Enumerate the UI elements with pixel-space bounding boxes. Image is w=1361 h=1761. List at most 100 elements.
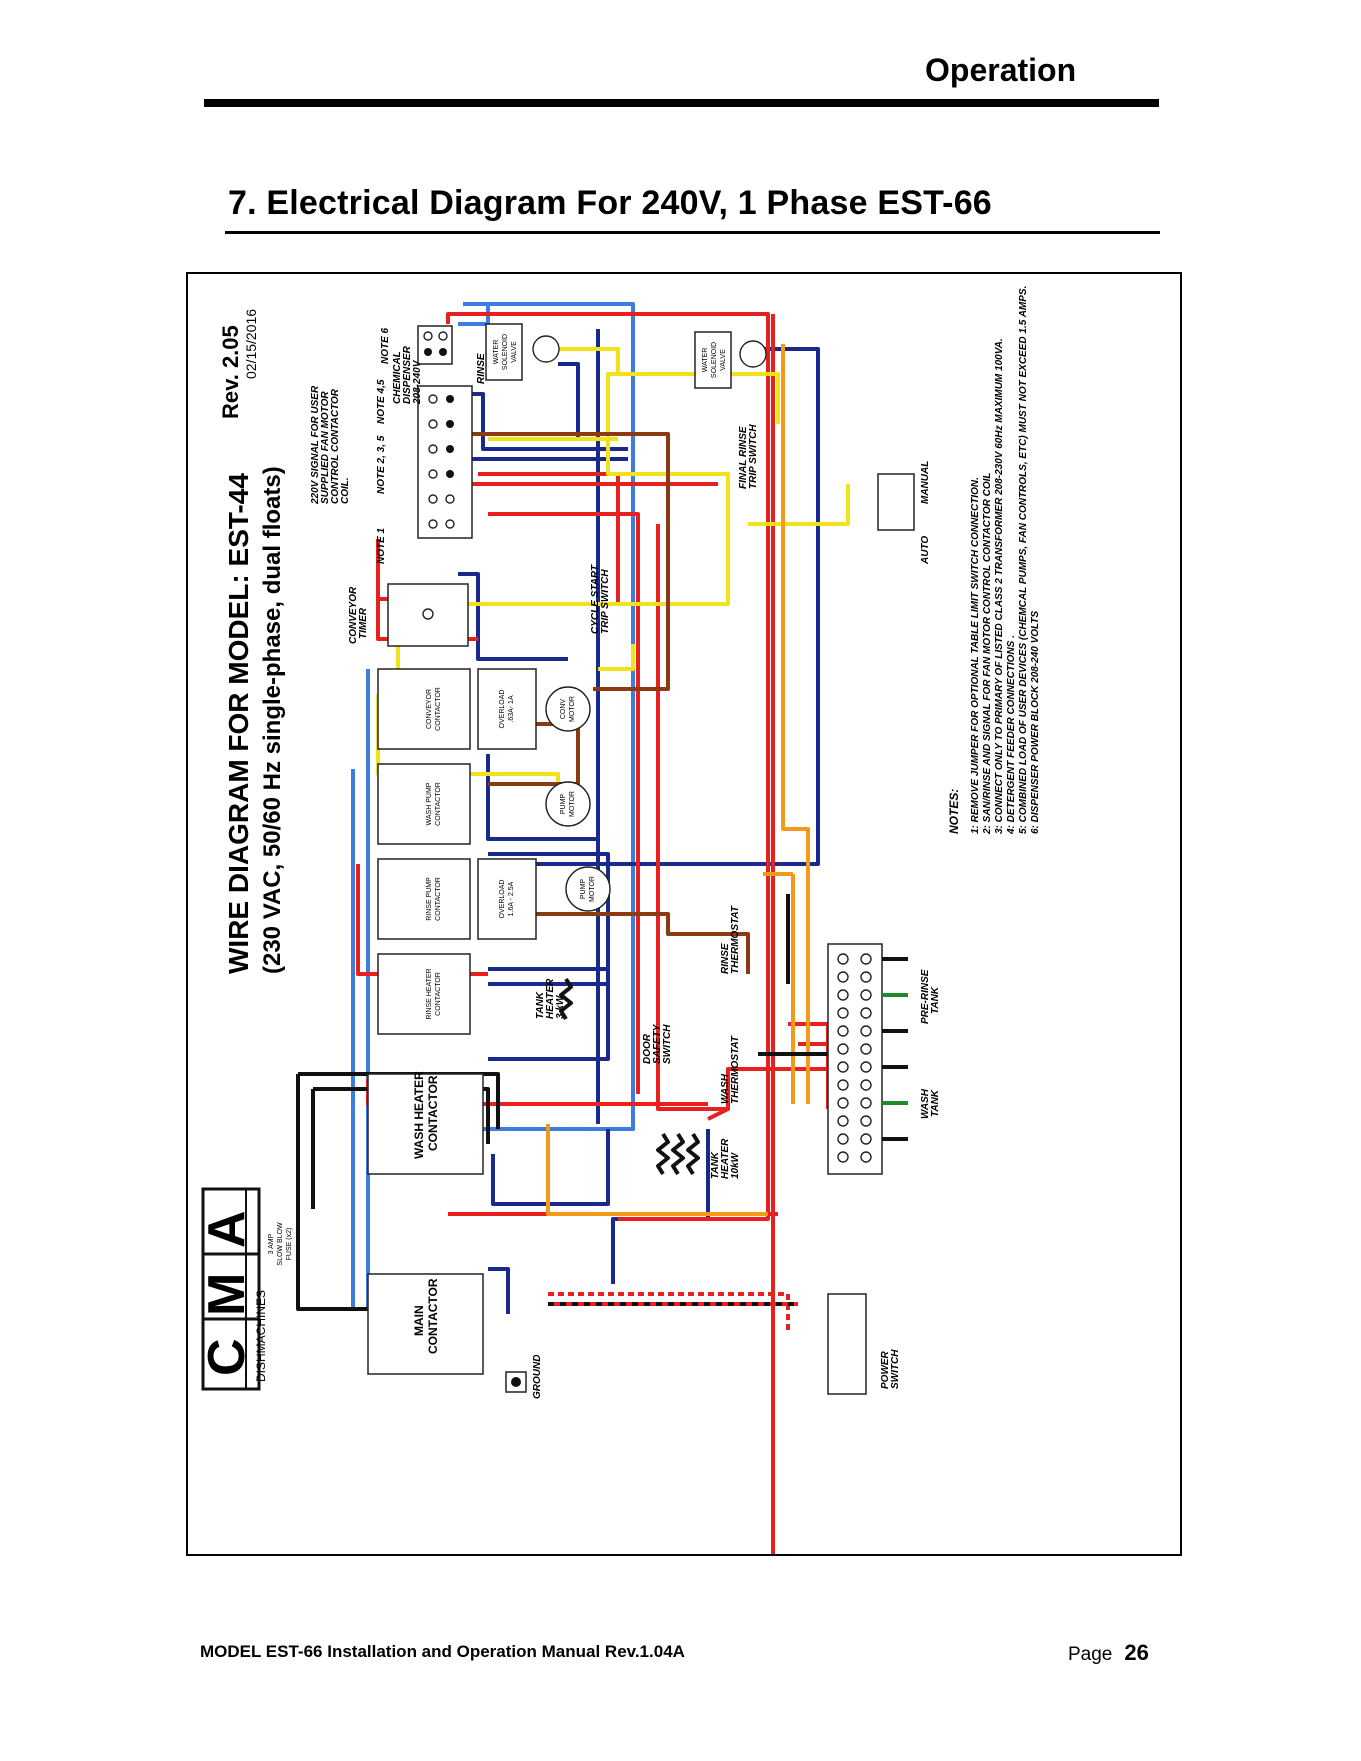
label-door-safety-3: SWITCH [662, 1024, 673, 1064]
label-overload1-2: .63A- 1A [508, 695, 515, 723]
page-title: 7. Electrical Diagram For 240V, 1 Phase … [228, 184, 992, 222]
note-3: 3: CONNECT ONLY TO PRIMARY OF LISTED CLA… [994, 338, 1005, 834]
cma-letter-c: C [198, 1338, 256, 1376]
chemical-dispenser-block [417, 325, 453, 365]
label-pump-motor2-2: MOTOR [589, 876, 596, 902]
label-wash-heater-contactor-1: WASH HEATER [412, 1071, 426, 1159]
label-wsv2-2: SOLENOID [711, 342, 718, 378]
wiring-diagram-frame: .w { fill:none; stroke-width:4; stroke-l… [186, 272, 1182, 1594]
header-rule [204, 99, 1159, 107]
conveyor-motor-icon [545, 686, 591, 732]
wash-heater-contactor [367, 1073, 484, 1175]
cma-letter-a: A [198, 1210, 256, 1248]
label-rinse-thermostat-2: THERMOSTAT [730, 905, 741, 974]
label-conveyor-timer-2: TIMER [358, 607, 369, 639]
label-wash-tank-1: WASH [920, 1088, 931, 1119]
float-terminal-strip-terminals [837, 953, 872, 1163]
label-conveyor-contactor-1: CONVEYOR [426, 689, 433, 729]
label-cycle-start-2: TRIP SWITCH [600, 569, 611, 634]
cma-subtitle: DISHMACHINES [254, 1290, 268, 1382]
label-chem-1: CHEMICAL [392, 351, 403, 404]
label-note1: NOTE 1 [376, 527, 387, 564]
diagram-subtitle: (230 VAC, 50/60 Hz single-phase, dual fl… [259, 466, 286, 974]
label-tank-heater1-3: 3 kW [555, 994, 566, 1019]
wiring-diagram: .w { fill:none; stroke-width:4; stroke-l… [198, 286, 1041, 1594]
label-wash-heater-contactor-2: CONTACTOR [426, 1075, 440, 1151]
note-2: 2: SAN/RINSE AND SIGNAL FOR FAN MOTOR CO… [982, 473, 993, 836]
float-terminal-strip [827, 943, 883, 1175]
rinse-pump-motor-icon [565, 866, 611, 912]
note-5: 5: COMBINED LOAD OF USER DEVICES (CHEMCA… [1018, 286, 1029, 834]
solenoid-coil-icon [739, 340, 767, 368]
label-pump-motor1-1: PUMP [560, 794, 567, 815]
label-pre-rinse-1: PRE-RINSE [920, 969, 931, 1024]
label-auto: AUTO [920, 536, 931, 565]
label-tank-heater1-1: TANK [535, 991, 546, 1019]
label-wash-pump-contactor-2: CONTACTOR [435, 782, 442, 826]
note-4: 4: DETERGENT FEEDER CONNECTIONS . [1006, 635, 1017, 835]
diagram-date: 02/15/2016 [243, 309, 259, 379]
label-rinse-heater-contactor-1: RINSE HEATER [426, 968, 433, 1019]
label-signal-3: CONTROL CONTACTOR [330, 388, 341, 504]
label-final-rinse-2: TRIP SWITCH [748, 424, 759, 489]
power-switch[interactable] [827, 1293, 867, 1395]
label-conveyor-contactor-2: CONTACTOR [435, 687, 442, 731]
label-rinse-pump-contactor-1: RINSE PUMP [426, 877, 433, 921]
overload-conveyor [477, 668, 537, 750]
label-tank-heater1-2: HEATER [545, 978, 556, 1019]
label-ground: GROUND [532, 1355, 543, 1399]
label-note45: NOTE 4,5 [376, 379, 387, 424]
label-rinse: RINSE [476, 353, 487, 384]
label-signal-1: 220V SIGNAL FOR USER [310, 385, 321, 505]
label-cycle-start-1: CYCLE START [590, 564, 601, 634]
label-fuse-1: 3 AMP [268, 1233, 275, 1254]
label-rinse-heater-contactor-2: CONTACTOR [435, 972, 442, 1016]
water-solenoid-valve [694, 331, 732, 389]
label-overload1-1: OVERLOAD [499, 690, 506, 729]
label-fuse-3: FUSE (x2) [286, 1228, 293, 1261]
rinse-water-solenoid-valve [485, 323, 523, 381]
label-signal-2: SUPPLIED FAN MOTOR [320, 391, 331, 504]
label-wash-pump-contactor-1: WASH PUMP [426, 782, 433, 825]
diagram-rev: Rev. 2.05 [218, 325, 243, 419]
label-note6: NOTE 6 [380, 327, 391, 364]
label-wsv2-1: WATER [702, 348, 709, 373]
rinse-pump-contactor [377, 858, 471, 940]
label-overload2-1: OVERLOAD [499, 880, 506, 919]
wash-tank-heater-icon [656, 1132, 700, 1176]
label-tank-heater2-3: 10kW [730, 1151, 741, 1179]
terminal-block [417, 385, 473, 539]
label-tank-heater2-2: HEATER [720, 1138, 731, 1179]
label-wash-tank-2: TANK [930, 1089, 941, 1117]
rinse-tank-heater-icon [559, 977, 573, 1021]
solenoid-coil-icon [532, 335, 560, 363]
label-wash-thermostat-2: THERMOSTAT [730, 1035, 741, 1104]
main-contactor [367, 1273, 484, 1375]
label-main-contactor-1: MAIN [412, 1305, 426, 1336]
label-wsv1-1: WATER [493, 340, 500, 365]
label-conv-motor-2: MOTOR [569, 696, 576, 722]
label-overload2-2: 1.6A - 2.5A [508, 881, 515, 916]
label-power-switch-2: SWITCH [890, 1349, 901, 1389]
diagram-title: WIRE DIAGRAM FOR MODEL: EST-44 [223, 473, 254, 974]
manual-auto-switch [877, 473, 915, 531]
note-6: 6: DISPENSER POWER BLOCK 208-240 VOLTS [1030, 610, 1041, 834]
section-header: Operation [925, 52, 1077, 88]
label-conv-motor-1: CONV [560, 699, 567, 720]
label-wash-thermostat-1: WASH [720, 1073, 731, 1104]
footer-manual-title: MODEL EST-66 Installation and Operation … [200, 1642, 685, 1661]
footer-page: Page 26 [1068, 1640, 1149, 1666]
terminal-block-terminals [428, 394, 455, 529]
label-conveyor-timer-1: CONVEYOR [348, 586, 359, 644]
wash-pump-motor-icon [545, 781, 591, 827]
label-wsv2-3: VALVE [720, 349, 727, 371]
label-note235: NOTE 2, 3, 5 [376, 435, 387, 494]
page-label: Page [1068, 1644, 1113, 1665]
cma-letter-m: M [198, 1273, 256, 1316]
page-number: 26 [1124, 1640, 1149, 1665]
label-door-safety-1: DOOR [642, 1033, 653, 1064]
notes-heading: NOTES: [947, 789, 961, 834]
label-chem-3: 208-240V [412, 359, 423, 405]
label-pump-motor2-1: PUMP [580, 879, 587, 900]
label-pre-rinse-2: TANK [930, 986, 941, 1014]
